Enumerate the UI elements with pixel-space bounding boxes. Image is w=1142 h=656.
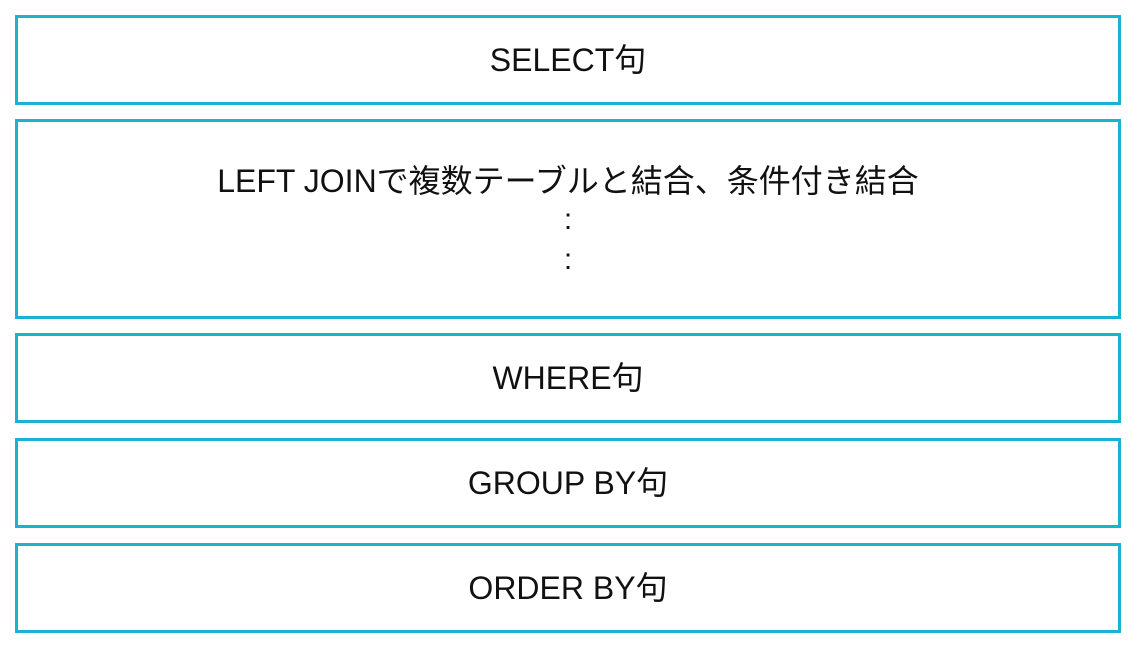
group-by-clause-label: GROUP BY句	[467, 464, 669, 501]
where-clause-label: WHERE句	[492, 359, 644, 396]
group-by-clause-box: GROUP BY句	[15, 438, 1121, 528]
select-clause-label: SELECT句	[489, 41, 647, 78]
order-by-clause-label: ORDER BY句	[468, 569, 668, 606]
where-clause-box: WHERE句	[15, 333, 1121, 423]
vertical-ellipsis-2: :	[563, 243, 573, 277]
left-join-clause-label: LEFT JOINで複数テーブルと結合、条件付き結合	[217, 163, 919, 199]
select-clause-box: SELECT句	[15, 15, 1121, 105]
vertical-ellipsis-1: :	[563, 203, 573, 237]
order-by-clause-box: ORDER BY句	[15, 543, 1121, 633]
left-join-clause-box: LEFT JOINで複数テーブルと結合、条件付き結合 : :	[15, 119, 1121, 319]
